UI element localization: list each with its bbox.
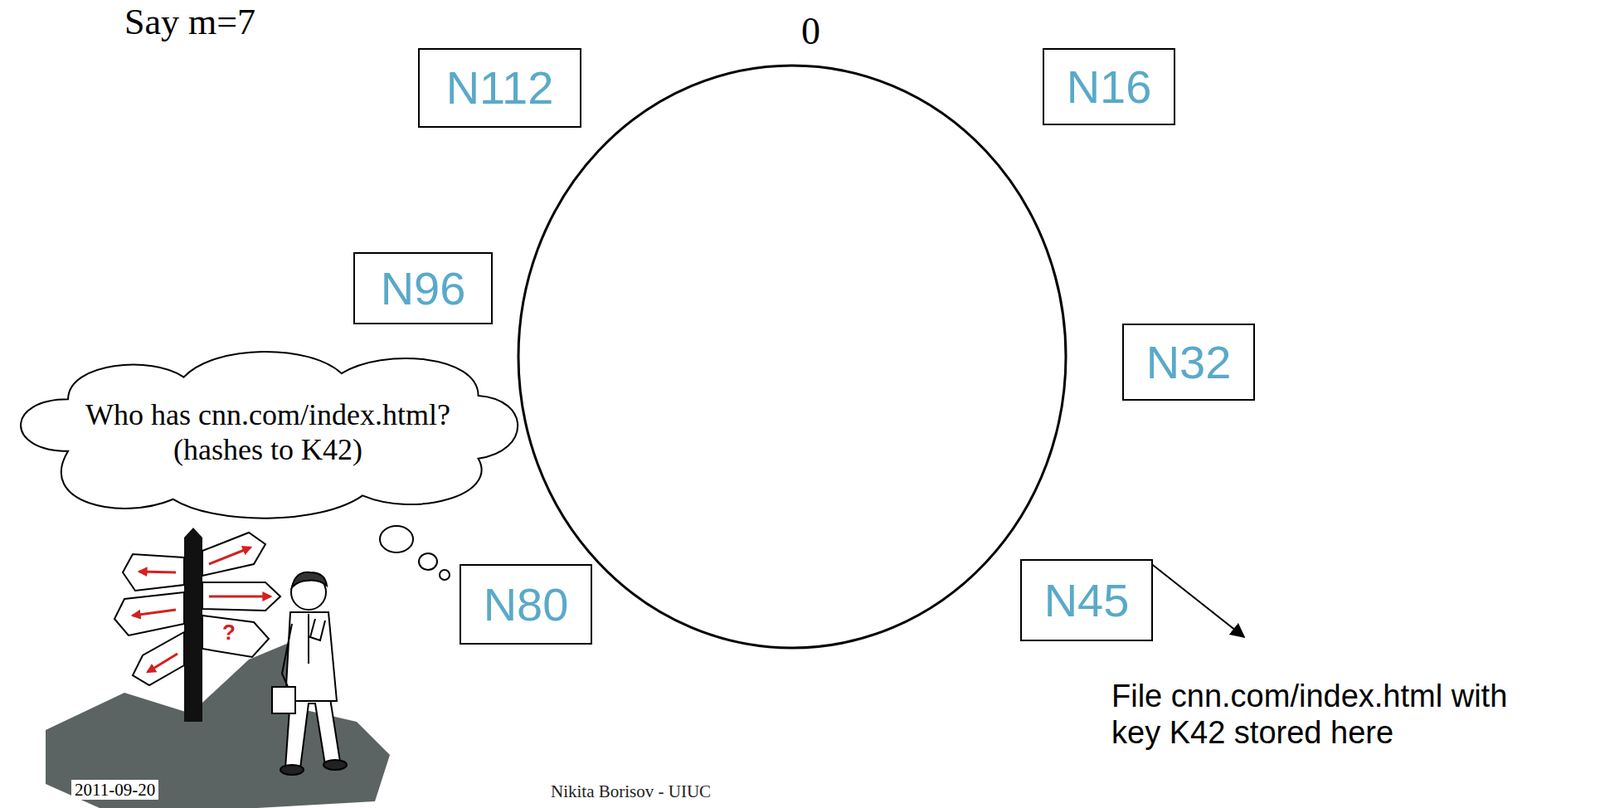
chord-node-box: N32 [1122,323,1255,401]
node-text: N80 [483,578,569,631]
cloud-shape [20,351,518,519]
coat-seam [307,613,310,664]
sign-arrow [209,547,251,565]
slide-author: Nikita Borisov - UIUC [550,781,711,802]
node-text: N45 [1044,574,1130,627]
slide-date: 2011-09-20 [71,779,159,800]
thought-bubble [379,525,414,553]
sign [202,615,269,657]
parameter-note: Say m=7 [124,1,256,44]
sign-arrow [209,595,271,599]
chord-node-box: N96 [353,252,493,325]
signpost-pole [184,537,203,722]
sign-arrow [147,653,178,672]
chord-node-box: N16 [1042,48,1176,126]
node-text: N16 [1066,61,1153,113]
hair [291,572,327,588]
leader-arrow [1149,562,1245,638]
thought-bubble [418,553,438,570]
node-text: N96 [380,262,467,315]
sign [202,582,281,611]
sign-arrow [139,571,176,573]
thought-bubble [439,569,450,580]
shoe [323,759,347,770]
sign-arrow [132,609,176,616]
thought-cloud: Who has cnn.com/index.html? (hashes to K… [4,340,531,526]
coat [285,612,337,701]
node-text: N112 [446,62,555,114]
chord-node-box: N80 [459,564,593,645]
chord-ring [518,65,1066,648]
arm [282,623,292,689]
arm [310,618,326,641]
storage-note: File cnn.com/index.html with key K42 sto… [1111,678,1543,751]
chord-node-box: N45 [1020,559,1153,642]
briefcase [272,686,296,714]
ring-origin: 0 [801,9,821,54]
thinking-man [272,572,347,775]
sign [114,592,185,636]
legs [285,698,341,769]
chord-node-box: N112 [418,48,582,128]
sign [202,532,266,576]
sign [122,554,185,591]
sign-arrows [132,547,271,672]
sign-question-mark: ? [222,620,236,646]
shoe [280,764,304,775]
sign [132,632,185,686]
head [291,574,326,610]
road-shadow [45,638,390,808]
node-text: Who has cnn.com/index.html? (hashes to K… [72,398,463,467]
node-text: N32 [1146,336,1232,389]
signs [114,532,281,686]
signpost-cap [184,527,203,538]
